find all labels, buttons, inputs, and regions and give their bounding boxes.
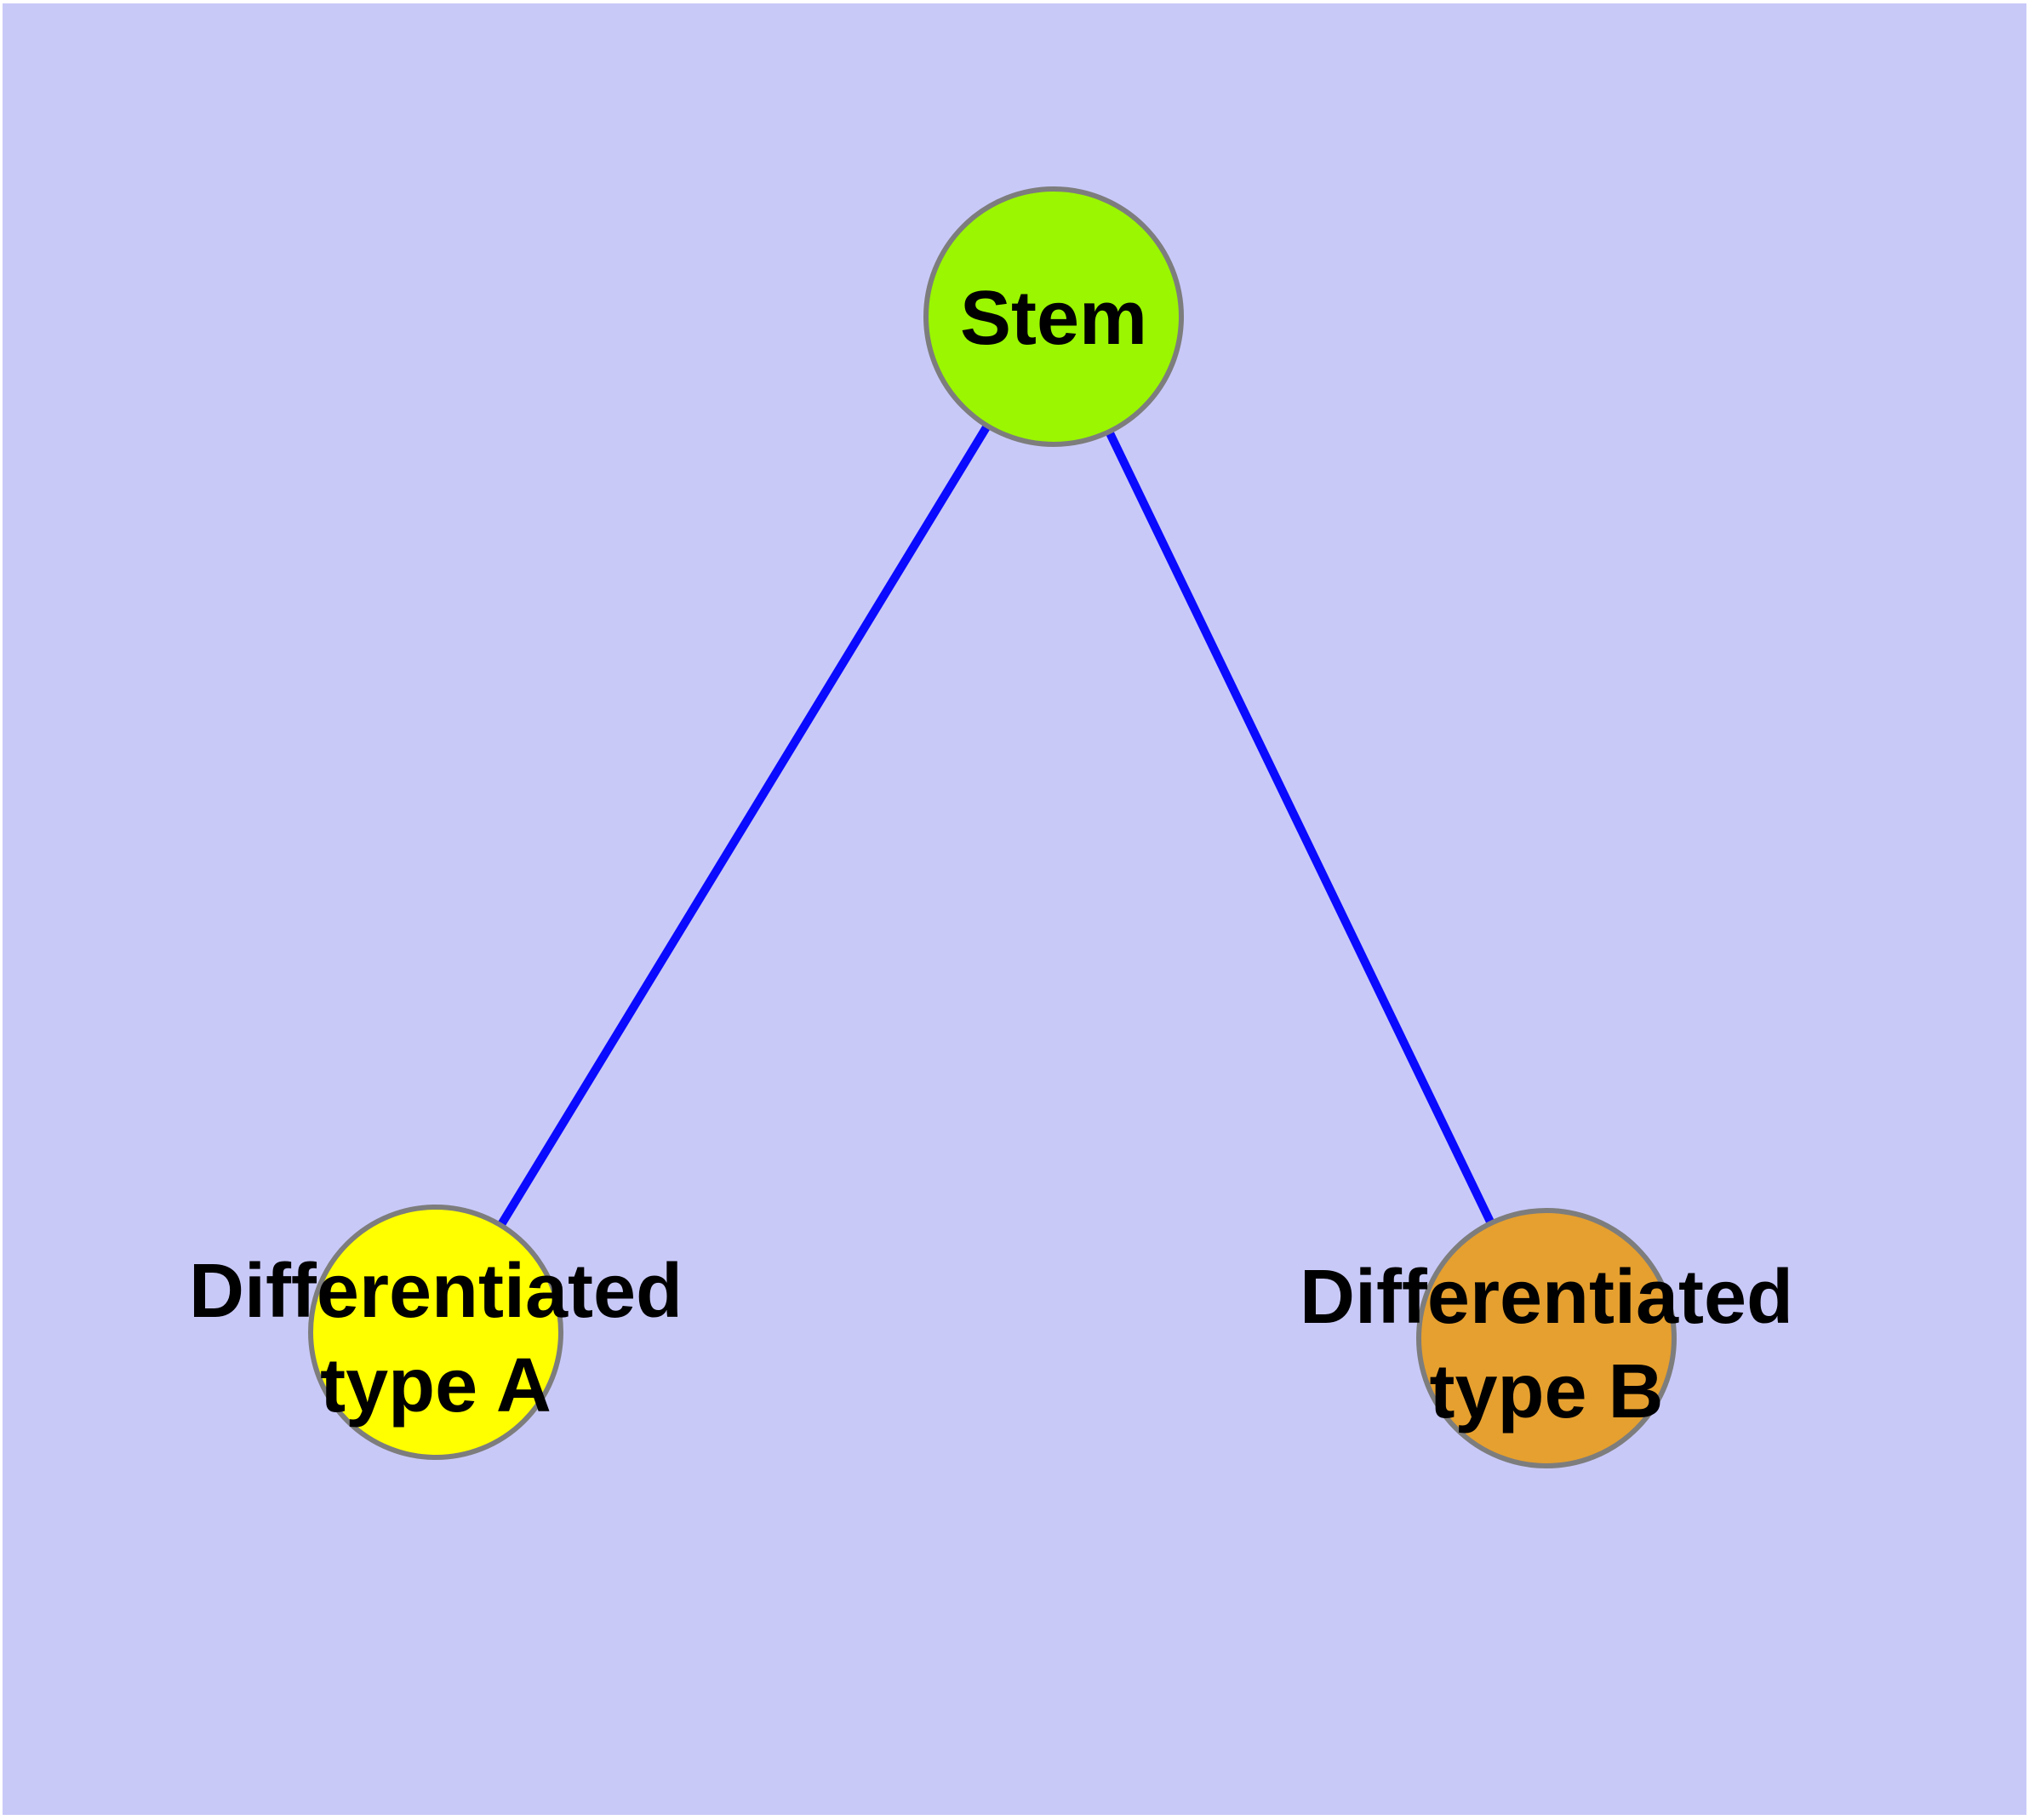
edge-stem-to-type-b	[1049, 314, 1551, 1341]
node-type-b-label-line1: Differentiated	[1300, 1255, 1793, 1340]
node-differentiated-type-a	[308, 1205, 563, 1460]
node-stem-label: Stem	[960, 276, 1147, 361]
node-stem	[923, 186, 1184, 447]
node-type-a-label-line1: Differentiated	[189, 1249, 683, 1334]
node-type-a-label-line2: type A	[320, 1343, 552, 1428]
node-type-b-label-line2: type B	[1429, 1349, 1663, 1434]
node-differentiated-type-b	[1416, 1208, 1677, 1468]
edge-stem-to-type-a	[432, 314, 1058, 1335]
